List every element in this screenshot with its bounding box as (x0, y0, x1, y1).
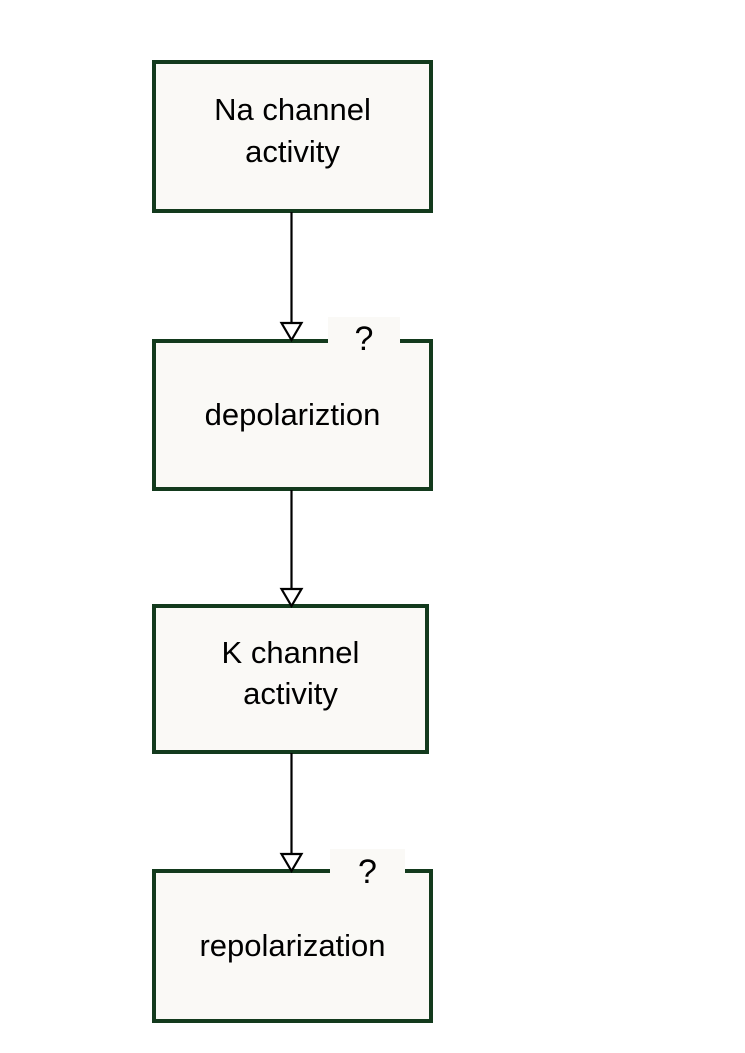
annotation-label: ? (354, 320, 374, 358)
annotation-question-mark-repolarization[interactable]: ? (330, 849, 405, 894)
flowchart-edge-k-to-repolarization (275, 753, 309, 873)
flowchart-edge-depolarization-to-k (275, 490, 309, 608)
arrow-down-icon (279, 212, 304, 342)
node-label: K channel activity (221, 634, 360, 711)
arrow-down-icon (279, 753, 304, 873)
annotation-question-mark-depolarization[interactable]: ? (328, 317, 400, 361)
node-label: depolariztion (204, 397, 381, 433)
flowchart-node-na-channel-activity[interactable]: Na channel activity (152, 60, 433, 213)
arrow-down-icon (279, 490, 304, 608)
node-label: Na channel activity (214, 92, 371, 169)
flowchart-edge-na-to-depolarization (275, 212, 309, 342)
flowchart-node-depolarization[interactable]: depolariztion (152, 339, 433, 491)
node-label: repolarization (199, 928, 386, 964)
annotation-label: ? (358, 852, 377, 891)
flowchart-node-k-channel-activity[interactable]: K channel activity (152, 604, 429, 754)
flowchart-node-repolarization[interactable]: repolarization (152, 869, 433, 1023)
